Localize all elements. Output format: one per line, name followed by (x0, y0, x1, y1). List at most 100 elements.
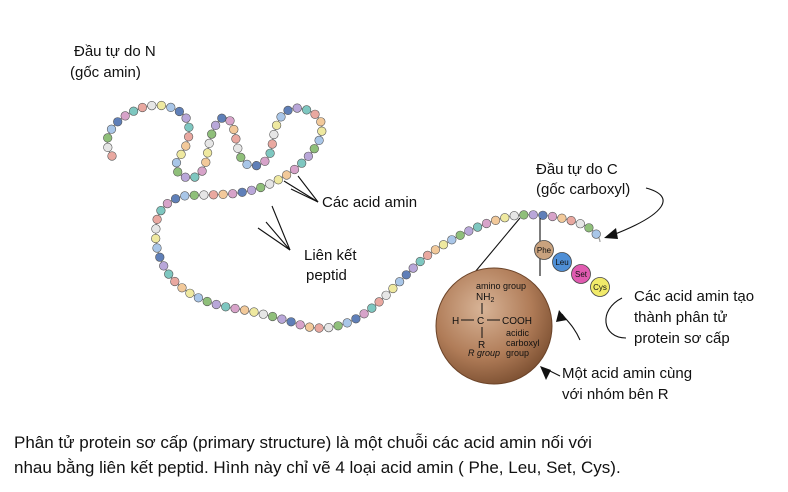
amino-acid-bead (147, 100, 157, 111)
c-label: C (477, 316, 484, 327)
amino-acid-bead (173, 167, 183, 177)
amino-acid-bead (286, 317, 296, 327)
amino-acid-bead (237, 187, 247, 197)
amino-acid-bead (152, 243, 162, 253)
amino-acid-bead (481, 218, 492, 229)
amino-acid-bead (289, 164, 300, 175)
amino-acid-bead (528, 210, 538, 220)
amino-acid-bead (166, 102, 176, 112)
c-terminus-label-2: (gốc carboxyl) (536, 181, 631, 198)
caption-line-2: nhau bằng liên kết peptid. Hình này chỉ … (14, 458, 621, 477)
amino-acid-bead (151, 233, 161, 244)
amino-acid-bead (566, 216, 576, 226)
residue-label: Set (575, 270, 588, 279)
amino-acid-bead (473, 222, 483, 232)
amino-acid-bead (202, 296, 212, 307)
amino-acid-bead (455, 230, 465, 240)
amino-acid-bead (181, 141, 191, 151)
amino-acid-bead (181, 113, 191, 123)
amino-acid-bead (509, 211, 519, 221)
amino-acid-bead (317, 126, 327, 136)
amino-acid-bead (269, 129, 279, 140)
amino-acid-bead (184, 122, 194, 132)
cooh-label: COOH (502, 316, 532, 327)
amino-acid-bead (447, 235, 457, 245)
amino-acid-bead (230, 303, 240, 314)
h-label: H (452, 316, 459, 327)
peptide-bond-label-2: peptid (306, 267, 347, 284)
r-group-label: R group (468, 348, 500, 358)
components-label-3: protein sơ cấp (634, 330, 730, 347)
amino-acid-bead (256, 182, 266, 193)
amino-acid-bead (193, 293, 203, 303)
amino-acid-bead (180, 191, 190, 201)
amino-acid-bead (519, 210, 529, 220)
residue-set: Set (571, 264, 591, 284)
amino-acid-bead (314, 323, 324, 333)
amino-acid-bead (584, 223, 594, 233)
figure-caption: Phân tử protein sơ cấp (primary structur… (14, 430, 779, 480)
residue-circle (534, 240, 554, 260)
amino-acid-bead (297, 158, 307, 168)
amino-acid-bead (180, 172, 190, 182)
amino-acid-bead (303, 151, 314, 161)
amino-acid-bead (156, 100, 166, 111)
acid-group-label: group (506, 348, 529, 358)
amino-acid-bead (395, 277, 405, 287)
amino-acid-bead (208, 190, 219, 200)
r-label: R (478, 340, 485, 351)
amino-acid-bead (283, 105, 293, 115)
amino-acid-bead (295, 320, 305, 330)
amino-acid-bead (381, 290, 391, 300)
amino-acid-bead (137, 102, 147, 113)
components-label-1: Các acid amin tạo (634, 288, 755, 305)
amino-acid-bead (367, 303, 377, 313)
amino-acid-bead (203, 148, 213, 158)
amino-acid-bead (240, 305, 250, 315)
amino-acid-bead (184, 132, 194, 142)
amino-acid-bead (304, 322, 315, 332)
amino-acid-bead (120, 111, 130, 121)
amino-acid-bead (333, 321, 343, 331)
amino-acid-detail-ball (435, 267, 553, 385)
amino-acid-bead (415, 256, 425, 267)
amino-acid-bead (359, 309, 369, 319)
amino-acid-bead (231, 134, 241, 144)
amino-acid-bead (113, 117, 123, 127)
amino-acid-bead (190, 172, 200, 182)
amino-acid-bead (351, 314, 361, 324)
amino-acid-bead (438, 240, 449, 250)
r-group-caption-2: với nhóm bên R (562, 386, 669, 403)
residue-leu: Leu (552, 252, 572, 272)
residue-cys: Cys (590, 277, 610, 297)
amino-acid-bead (164, 269, 174, 279)
amino-acid-bead (170, 276, 180, 287)
amino-acid-bead (464, 226, 474, 236)
amino-acid-bead (388, 283, 398, 294)
n-terminus-label-1: Đầu tự do N (74, 43, 156, 60)
amino-acid-bead (276, 112, 286, 122)
amino-acid-bead (282, 170, 292, 180)
amino-acid-bead (218, 189, 228, 199)
amino-acid-bead (401, 270, 411, 280)
amino-acid-bead (151, 224, 161, 234)
amino-acid-bead (189, 190, 199, 200)
carboxyl-label: carboxyl (506, 338, 540, 348)
amino-acid-bead (547, 211, 558, 222)
nh2-label: NH2 (476, 292, 494, 304)
amino-acids-label: Các acid amin (322, 194, 418, 211)
amino-acid-bead (221, 302, 231, 312)
amino-acid-bead (162, 199, 172, 209)
amino-acid-bead (500, 213, 510, 223)
amino-acid-bead (103, 142, 113, 152)
amino-acid-bead (557, 213, 567, 223)
amino-acid-bead (374, 297, 384, 307)
amino-acid-bead (491, 215, 501, 225)
amino-acid-bead (302, 105, 312, 115)
amino-acid-bead (342, 318, 352, 328)
amino-acid-bead (267, 139, 277, 149)
residue-circle (552, 252, 572, 272)
residue-label: Leu (555, 258, 568, 267)
amino-acid-bead (265, 179, 275, 189)
